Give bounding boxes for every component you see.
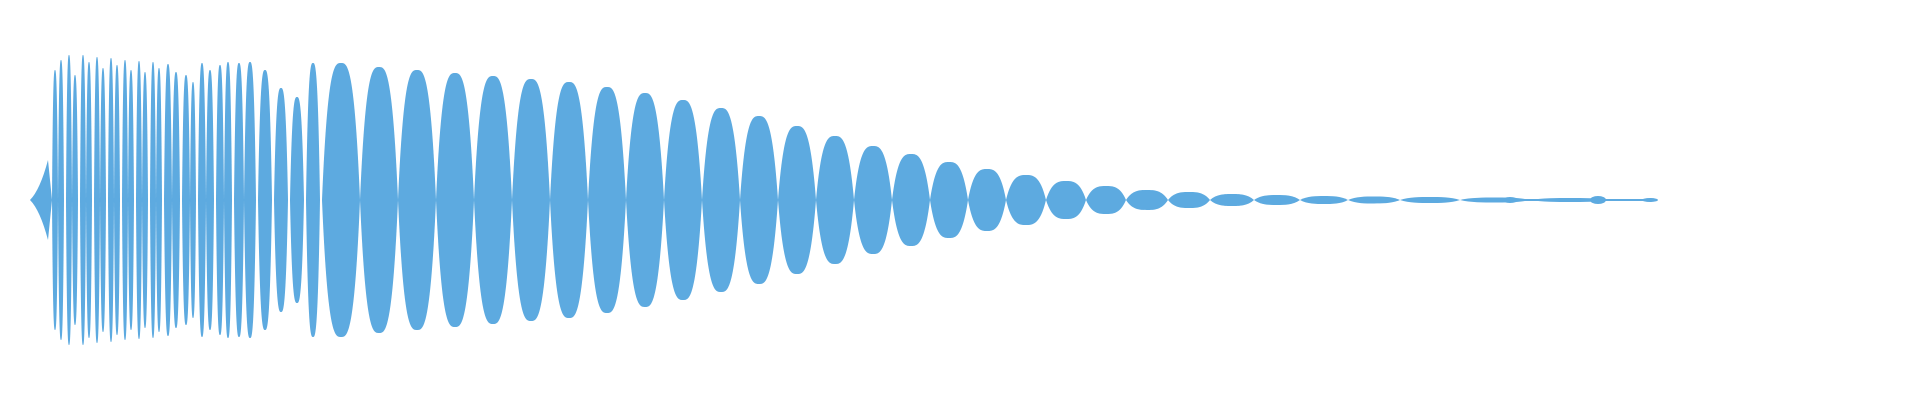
waveform-lobe bbox=[150, 62, 156, 338]
waveform-lobe bbox=[234, 63, 244, 337]
waveform-lobe bbox=[778, 126, 816, 274]
waveform-lobe bbox=[136, 61, 142, 339]
waveform-lobe bbox=[58, 60, 64, 340]
waveform-lobe bbox=[588, 87, 626, 313]
waveform-lobe bbox=[360, 67, 398, 333]
waveform-lobe bbox=[182, 75, 190, 325]
waveform-lobe bbox=[156, 68, 162, 332]
waveform-lobe bbox=[512, 79, 550, 321]
waveform-lobe bbox=[52, 70, 58, 330]
waveform-lobes bbox=[30, 55, 1658, 345]
waveform-lobe bbox=[100, 68, 106, 332]
waveform-lobe bbox=[216, 65, 224, 335]
waveform-lobe bbox=[122, 60, 128, 340]
waveform-lobe bbox=[474, 76, 512, 324]
waveform-lobe bbox=[816, 136, 854, 264]
waveform-lobe bbox=[1210, 194, 1254, 206]
waveform-lobe bbox=[854, 146, 892, 254]
waveform-tail-blip bbox=[1502, 197, 1518, 203]
waveform-lobe bbox=[1168, 192, 1210, 208]
waveform-lobe bbox=[244, 62, 256, 338]
waveform-lobe bbox=[626, 93, 664, 307]
waveform-lobe bbox=[142, 72, 148, 328]
waveform-lobe bbox=[306, 63, 320, 337]
waveform-lobe bbox=[1400, 197, 1460, 203]
waveform-lobe bbox=[164, 64, 172, 336]
waveform-lobe bbox=[224, 62, 232, 338]
waveform-lobe bbox=[190, 82, 196, 318]
waveform-lobe bbox=[206, 70, 214, 330]
waveform-lobe bbox=[290, 97, 304, 303]
waveform-lobe bbox=[172, 72, 180, 328]
waveform-lobe bbox=[108, 58, 114, 342]
waveform-lobe bbox=[1300, 196, 1348, 204]
waveform-lobe bbox=[322, 63, 360, 337]
waveform-lobe bbox=[86, 62, 92, 338]
waveform-lobe bbox=[664, 100, 702, 300]
waveform-lead-in bbox=[30, 160, 52, 240]
waveform-lobe bbox=[1086, 186, 1126, 214]
waveform-lobe bbox=[740, 116, 778, 284]
waveform-lobe bbox=[702, 108, 740, 292]
waveform-tail-blip bbox=[1642, 198, 1658, 202]
waveform-lobe bbox=[274, 88, 288, 312]
waveform-lobe bbox=[128, 70, 134, 330]
waveform-lobe bbox=[1254, 195, 1300, 205]
waveform-tail-blip bbox=[1590, 196, 1606, 204]
waveform-lobe bbox=[198, 63, 206, 337]
waveform-lobe bbox=[1046, 181, 1086, 219]
waveform-lobe bbox=[398, 70, 436, 330]
waveform-lobe bbox=[550, 82, 588, 318]
waveform-lobe bbox=[892, 154, 930, 246]
waveform-lobe bbox=[66, 55, 72, 345]
waveform-lobe bbox=[1348, 196, 1400, 204]
waveform-lobe bbox=[1126, 190, 1168, 210]
waveform-lobe bbox=[1006, 175, 1046, 225]
waveform-lobe bbox=[114, 65, 120, 335]
waveform-lobe bbox=[436, 73, 474, 327]
waveform-lobe bbox=[258, 70, 272, 330]
waveform-lobe bbox=[72, 75, 78, 325]
waveform-lobe bbox=[80, 55, 86, 345]
waveform-lobe bbox=[94, 57, 100, 343]
waveform-lobe bbox=[968, 169, 1006, 231]
waveform-lobe bbox=[930, 162, 968, 238]
